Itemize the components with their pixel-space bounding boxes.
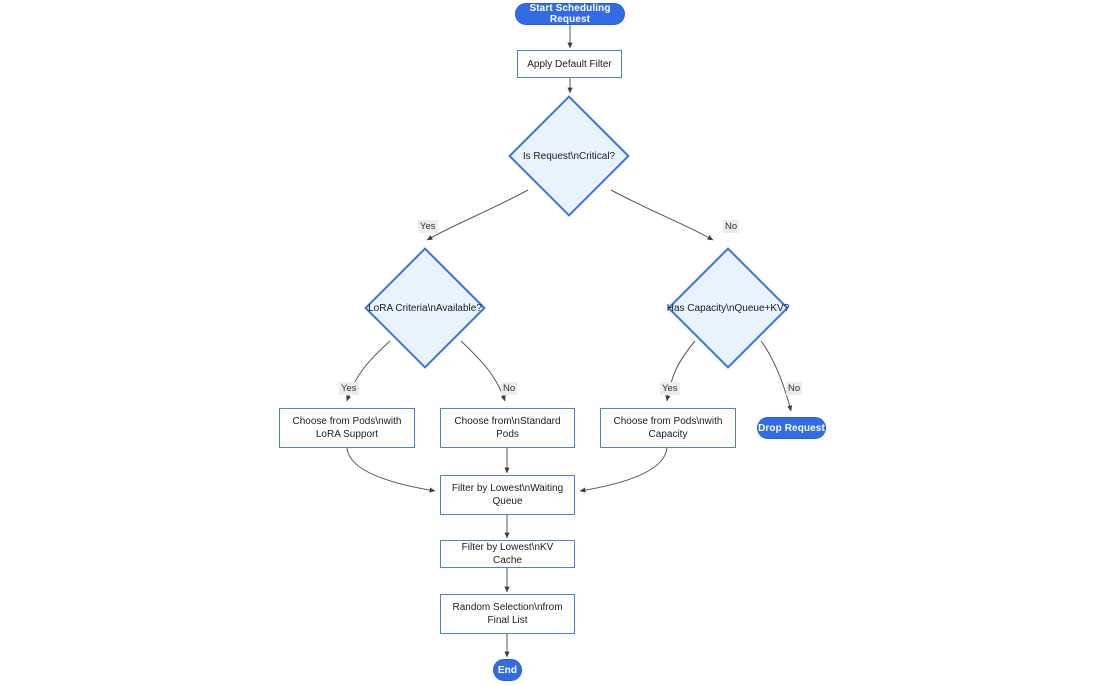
node-filter-by-lowest-kv-cache[interactable]: Filter by Lowest\nKV Cache xyxy=(440,540,575,568)
node-choose-pods-with-capacity[interactable]: Choose from Pods\nwith Capacity xyxy=(600,408,736,448)
node-start[interactable]: Start Scheduling Request xyxy=(515,3,625,25)
edge-label-capacity-yes: Yes xyxy=(660,382,680,395)
node-filter-by-lowest-kv-cache-label: Filter by Lowest\nKV Cache xyxy=(461,542,554,566)
node-end[interactable]: End xyxy=(493,659,522,681)
node-is-request-critical-label: Is Request\nCritical? xyxy=(522,150,616,162)
node-filter-by-lowest-waiting-queue-label: Filter by Lowest\nWaiting Queue xyxy=(451,483,564,507)
edge-label-capacity-no: No xyxy=(786,382,803,395)
edge-label-is-critical-yes: Yes xyxy=(418,220,438,233)
edge-label-lora-yes: Yes xyxy=(339,382,359,395)
edge-label-is-critical-no: No xyxy=(723,220,740,233)
node-start-label: Start Scheduling Request xyxy=(529,3,611,25)
node-is-request-critical[interactable]: Is Request\nCritical? xyxy=(508,95,630,217)
edge-pods-capacity-to-filter-queue xyxy=(579,447,668,493)
node-choose-standard-pods[interactable]: Choose from\nStandard Pods xyxy=(440,408,575,448)
node-choose-pods-with-lora-support[interactable]: Choose from Pods\nwith LoRA Support xyxy=(279,408,415,448)
node-end-label: End xyxy=(497,664,518,676)
node-lora-criteria-available[interactable]: LoRA Criteria\nAvailable? xyxy=(364,247,486,369)
node-choose-pods-with-capacity-label: Choose from Pods\nwith Capacity xyxy=(613,416,723,440)
edge-pods-lora-to-filter-queue xyxy=(346,447,436,493)
node-filter-by-lowest-waiting-queue[interactable]: Filter by Lowest\nWaiting Queue xyxy=(440,475,575,515)
node-drop-request[interactable]: Drop Request xyxy=(757,417,826,439)
node-random-selection-from-final-list-label: Random Selection\nfrom Final List xyxy=(452,602,563,626)
edge-label-lora-no: No xyxy=(501,382,518,395)
node-apply-default-filter-label: Apply Default Filter xyxy=(527,58,612,70)
node-choose-standard-pods-label: Choose from\nStandard Pods xyxy=(454,416,561,440)
node-choose-pods-with-lora-support-label: Choose from Pods\nwith LoRA Support xyxy=(292,416,402,440)
node-has-capacity-label: Has Capacity\nQueue+KV? xyxy=(666,302,790,314)
node-random-selection-from-final-list[interactable]: Random Selection\nfrom Final List xyxy=(440,594,575,634)
node-drop-request-label: Drop Request xyxy=(758,422,825,434)
node-lora-criteria-available-label: LoRA Criteria\nAvailable? xyxy=(368,302,482,314)
node-apply-default-filter[interactable]: Apply Default Filter xyxy=(517,50,622,78)
node-has-capacity[interactable]: Has Capacity\nQueue+KV? xyxy=(667,247,789,369)
